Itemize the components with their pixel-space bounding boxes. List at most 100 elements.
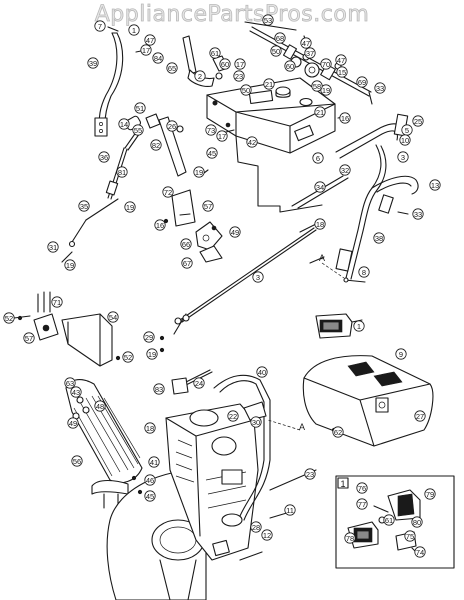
inset-label: 1: [340, 479, 345, 489]
part-callout: 66: [180, 238, 192, 250]
part-callout-number: 67: [183, 259, 191, 268]
part-callout-number: 50: [242, 86, 250, 95]
part-callout-number: 27: [416, 412, 424, 421]
part-callout-number: 29: [145, 333, 153, 342]
part-callout: 3: [252, 271, 264, 283]
part-callout-number: 70: [322, 60, 330, 69]
part-callout: 57: [23, 332, 35, 344]
part-callout-number: 23: [235, 72, 243, 81]
part-callout: 22: [227, 410, 239, 422]
part-callout: 50: [240, 84, 252, 96]
part-callout-number: 37: [306, 49, 314, 58]
part-callout-number: 60: [286, 62, 294, 71]
reference-letter: A: [319, 253, 325, 263]
part-callout: 46: [144, 474, 156, 486]
part-callout-number: 57: [204, 202, 212, 211]
part-callout-number: 39: [89, 59, 97, 68]
lower-frame: [213, 374, 271, 521]
part-callout-number: 58: [313, 82, 321, 91]
part-callout: 19: [146, 348, 158, 360]
part-callout-number: 52: [124, 353, 132, 362]
part-callout: 74: [414, 546, 426, 558]
part-callout-number: 19: [66, 261, 74, 270]
part-callout-number: 14: [120, 120, 128, 129]
part-callout: 84: [152, 52, 164, 64]
part-callout: 56: [71, 455, 83, 467]
part-callout: 33: [374, 82, 386, 94]
part-callout-number: 63: [66, 379, 74, 388]
part-callout-number: 33: [376, 84, 384, 93]
part-callout-number: 45: [146, 492, 154, 501]
part-callout-number: 60: [221, 60, 229, 69]
part-callout-number: 18: [316, 220, 324, 229]
part-callout: 1: [128, 24, 140, 36]
part-callout-number: 5: [405, 126, 409, 135]
part-callout: 27: [414, 410, 426, 422]
part-callout-number: 49: [69, 419, 77, 428]
part-callout: 41: [148, 456, 160, 468]
part-callout-number: 61: [385, 516, 393, 525]
part-callout-number: 19: [322, 86, 330, 95]
part-callout: 6: [312, 152, 324, 164]
part-callout-number: 9: [399, 350, 403, 359]
part-callout-number: 75: [406, 532, 414, 541]
part-callout: 14: [118, 118, 130, 130]
part-callout: 19: [124, 201, 136, 213]
part-callout: 36: [98, 151, 110, 163]
part-callout: 45: [144, 490, 156, 502]
part-callout-number: 12: [263, 531, 271, 540]
part-callout: 19: [193, 166, 205, 178]
part-callout: 9: [395, 348, 407, 360]
part-callout: 47: [144, 34, 156, 46]
part-callout-number: 52: [5, 314, 13, 323]
part-callout: 37: [304, 47, 316, 59]
part-callout: 47: [300, 37, 312, 49]
right-upper-handle: [335, 113, 419, 280]
part-callout: 31: [47, 241, 59, 253]
part-callout: 16: [339, 112, 351, 124]
part-callout: 61: [209, 47, 221, 59]
part-callout: 15: [336, 66, 348, 78]
part-callout-number: 69: [358, 78, 366, 87]
part-callout: 61: [383, 514, 395, 526]
part-callout: 3: [397, 151, 409, 163]
part-callout-number: 15: [338, 68, 346, 77]
part-callout-number: 76: [358, 484, 366, 493]
part-callout: 34: [314, 181, 326, 193]
part-callout: 7: [94, 20, 106, 32]
part-callout-number: 40: [258, 368, 266, 377]
part-callout-number: 57: [25, 334, 33, 343]
shift-rod-assembly: [244, 21, 373, 105]
part-callout: 18: [314, 218, 326, 230]
part-callout: 58: [311, 80, 323, 92]
part-callout: 17: [140, 44, 152, 56]
part-callout-number: 16: [341, 114, 349, 123]
part-callout-number: 2: [198, 72, 202, 81]
control-panel: [206, 77, 336, 154]
part-callout-number: 25: [414, 117, 422, 126]
part-callout: 67: [181, 257, 193, 269]
reference-letter: A: [299, 422, 305, 432]
part-callout-number: 53: [264, 16, 272, 25]
part-callout-number: 47: [337, 56, 345, 65]
part-callout-number: 46: [146, 476, 154, 485]
part-callout: 45: [206, 147, 218, 159]
part-callout: 72: [162, 186, 174, 198]
part-callout: 2: [194, 70, 206, 82]
engine: [165, 403, 259, 561]
part-callout: 25: [412, 115, 424, 127]
part-callout-number: 66: [182, 240, 190, 249]
part-callout: 43: [70, 386, 82, 398]
part-callout: 23: [304, 468, 316, 480]
part-callout-number: 30: [252, 418, 260, 427]
part-callout-number: 78: [346, 534, 354, 543]
part-callout: 49: [67, 417, 79, 429]
part-callout: 76: [356, 482, 368, 494]
part-callout: 13: [429, 179, 441, 191]
part-callout-number: 62: [334, 428, 342, 437]
linkage-brackets: [145, 113, 223, 263]
part-callout-number: 8: [362, 268, 366, 277]
part-callout: 79: [424, 488, 436, 500]
part-callout: 23: [233, 70, 245, 82]
part-callout: 35: [78, 200, 90, 212]
